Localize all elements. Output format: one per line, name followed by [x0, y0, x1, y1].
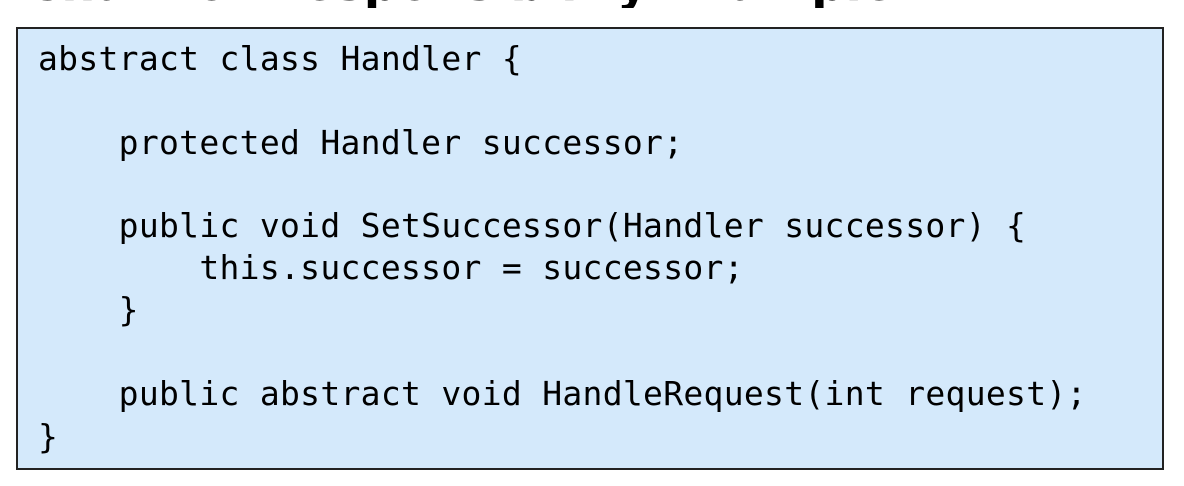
code-line: abstract class Handler {	[38, 39, 523, 78]
code-line: this.successor = successor;	[38, 248, 744, 287]
code-line: public abstract void HandleRequest(int r…	[38, 374, 1087, 413]
code-line: }	[38, 290, 139, 329]
page-heading: Chain of Responsibility Example	[26, 0, 895, 8]
code-line: }	[38, 417, 59, 456]
code-block: abstract class Handler { protected Handl…	[16, 27, 1164, 470]
code-line: protected Handler successor;	[38, 123, 684, 162]
code-line: public void SetSuccessor(Handler success…	[38, 206, 1027, 245]
